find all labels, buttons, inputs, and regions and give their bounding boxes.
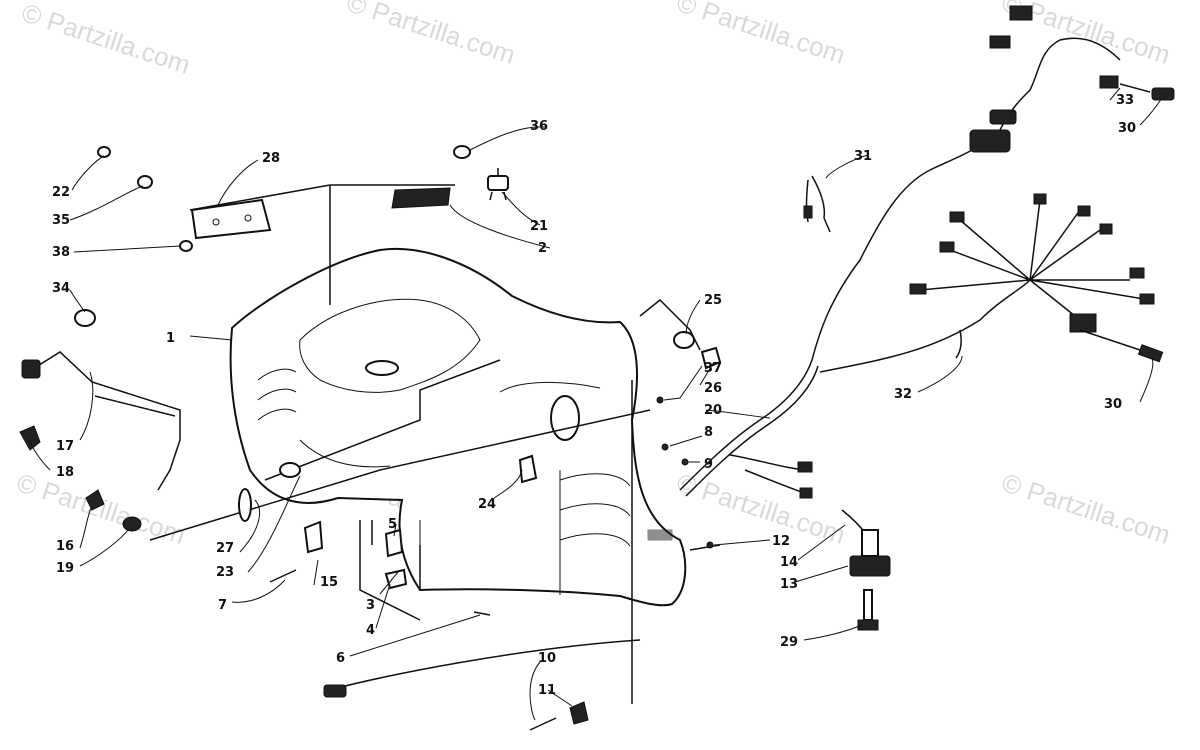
callout-17: 17 — [56, 439, 74, 454]
assembly-lines — [149, 184, 721, 704]
terminal-end — [323, 684, 347, 698]
ground-wire — [329, 639, 641, 691]
bracket-28 — [190, 198, 272, 240]
callout-14: 14 — [780, 555, 798, 570]
harness-33 — [969, 5, 1175, 153]
watermark: © Partzilla.com — [13, 467, 189, 550]
callout-2: 2 — [538, 241, 547, 256]
watermark: © Partzilla.com — [673, 467, 849, 550]
callout-13: 13 — [780, 577, 798, 592]
pin-7 — [269, 569, 297, 583]
nut-34 — [74, 309, 96, 327]
decal-plate-2 — [391, 187, 451, 209]
callout-16: 16 — [56, 539, 74, 554]
washer-8 — [661, 443, 669, 451]
callout-30-top: 30 — [1118, 121, 1136, 136]
callout-5: 5 — [388, 517, 397, 532]
watermark: © Partzilla.com — [343, 0, 519, 70]
callout-22: 22 — [52, 185, 70, 200]
callout-21: 21 — [530, 219, 548, 234]
connector-11 — [569, 701, 589, 725]
switch-18 — [19, 425, 41, 451]
callout-24: 24 — [478, 497, 496, 512]
nut-22 — [97, 146, 111, 158]
callout-labels: 1 2 3 4 5 6 7 8 9 10 11 12 13 14 15 16 1… — [52, 93, 1136, 698]
pin-10 — [529, 717, 557, 731]
screw-9 — [681, 458, 689, 466]
callout-31: 31 — [854, 149, 872, 164]
callout-27: 27 — [216, 541, 234, 556]
washer-35 — [137, 175, 153, 189]
console-housing — [229, 247, 687, 607]
switch-21 — [487, 168, 509, 201]
callout-34: 34 — [52, 281, 70, 296]
watermark: © Partzilla.com — [673, 0, 849, 70]
callout-4: 4 — [366, 623, 375, 638]
callout-6: 6 — [336, 651, 345, 666]
callout-7: 7 — [218, 598, 227, 613]
callout-23: 23 — [216, 565, 234, 580]
clip-26 — [700, 346, 722, 370]
callout-32: 32 — [894, 387, 912, 402]
callout-9: 9 — [704, 457, 713, 472]
callout-33: 33 — [1116, 93, 1134, 108]
callout-29: 29 — [780, 635, 798, 650]
callout-20: 20 — [704, 403, 722, 418]
bolt-29 — [857, 589, 879, 631]
nut-12 — [706, 541, 714, 549]
callout-25: 25 — [704, 293, 722, 308]
watermark: © Partzilla.com — [998, 467, 1174, 550]
grommet-25 — [673, 331, 695, 349]
watermark: © Partzilla.com — [18, 0, 194, 80]
bezel-27 — [238, 488, 252, 522]
nut-38 — [179, 240, 193, 252]
throttle-cable-17 — [21, 351, 181, 491]
callout-19: 19 — [56, 561, 74, 576]
bulb-16 — [85, 489, 105, 511]
callout-8: 8 — [704, 425, 713, 440]
socket-19 — [122, 516, 142, 532]
callout-12: 12 — [772, 534, 790, 549]
lens-23 — [279, 462, 301, 478]
callout-28: 28 — [262, 151, 280, 166]
plate-15 — [303, 520, 324, 554]
jumper-wire-31 — [803, 175, 831, 233]
callout-15: 15 — [320, 575, 338, 590]
wiring-harness-20 — [679, 129, 1164, 499]
callout-1: 1 — [166, 331, 175, 346]
callout-35: 35 — [52, 213, 70, 228]
callout-36: 36 — [530, 119, 548, 134]
nut-36 — [453, 145, 471, 159]
bolt-6 — [473, 611, 491, 616]
callout-37: 37 — [704, 361, 722, 376]
bracket-5 — [384, 528, 404, 558]
leader-lines — [29, 87, 1163, 721]
callout-26: 26 — [704, 381, 722, 396]
callout-38: 38 — [52, 245, 70, 260]
callout-11: 11 — [538, 683, 556, 698]
clip-4 — [384, 568, 408, 590]
callout-3: 3 — [366, 598, 375, 613]
callout-10: 10 — [538, 651, 556, 666]
regulator-13 — [849, 529, 891, 577]
callout-18: 18 — [56, 465, 74, 480]
callout-30-bottom: 30 — [1104, 397, 1122, 412]
washer-37 — [656, 396, 664, 404]
grommet-24 — [518, 454, 538, 484]
